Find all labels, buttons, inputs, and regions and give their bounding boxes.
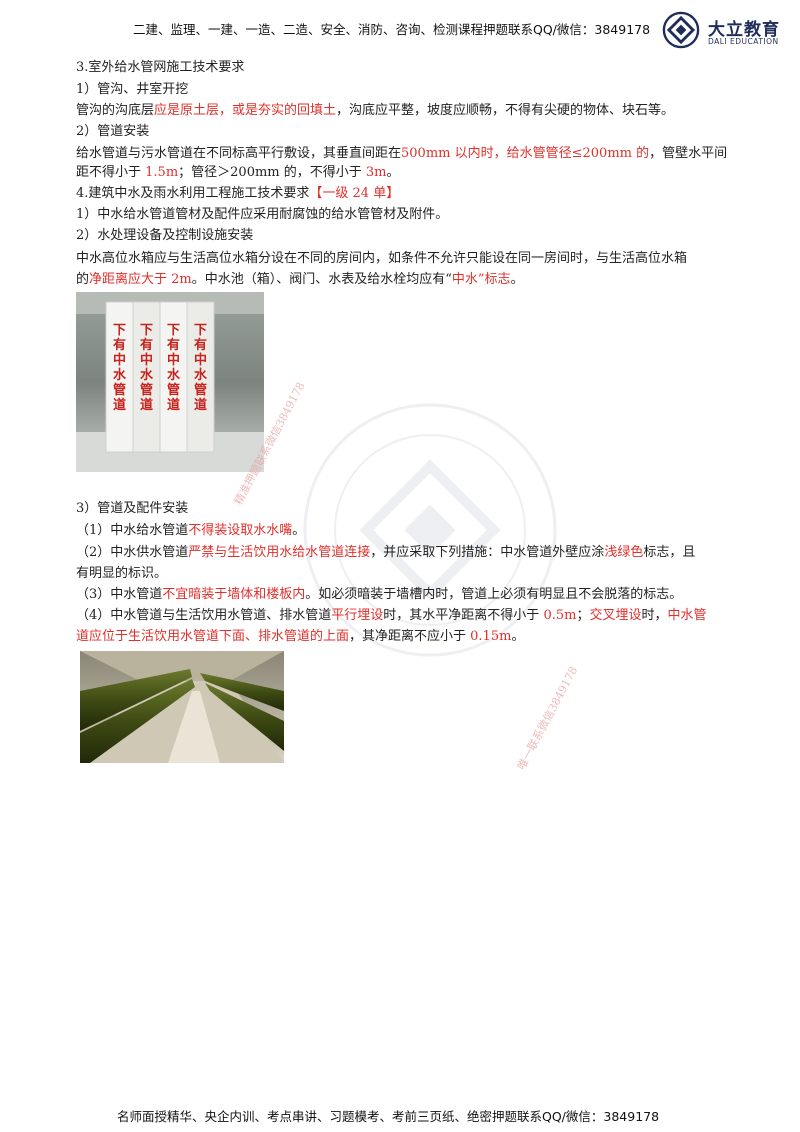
item-1: （1）中水给水管道不得装设取水水嘴。 <box>76 521 305 541</box>
marker-post-1-char: 中 <box>113 352 126 368</box>
highlight-span: 中水管 <box>667 608 707 623</box>
item-4-line-2: 道应位于生活饮用水管道下面、排水管道的上面，其净距离不应小于 0.15m。 <box>76 627 524 647</box>
text-span: ； <box>576 608 590 623</box>
text-span: （2）中水供水管道 <box>76 545 189 560</box>
logo-english-name: DALI EDUCATION <box>708 37 779 46</box>
marker-post-4-char: 管 <box>194 382 207 398</box>
marker-post-2-char: 管 <box>140 382 153 398</box>
marker-post-3-char: 水 <box>167 367 181 383</box>
section-3-2-title: 2）管道安装 <box>76 124 150 139</box>
marker-post-3-char: 道 <box>167 397 180 413</box>
marker-post-2-char: 下 <box>140 323 153 338</box>
highlight-span: 中水”标志 <box>451 272 511 287</box>
text-span: 时，其水平净距离不得小于 <box>383 608 544 623</box>
marker-post-2-char: 有 <box>140 337 153 353</box>
marker-post-4-char: 下 <box>194 323 207 338</box>
section-4-2-line-1: 中水高位水箱应与生活高位水箱分设在不同的房间内，如条件不允许只能设在同一房间时，… <box>76 251 688 266</box>
section-4-2-title: 2）水处理设备及控制设施安装 <box>76 228 254 243</box>
text-span: 距不得小于 <box>76 165 146 180</box>
dali-logo-icon <box>662 11 700 49</box>
text-span: 给水管道与污水管道在不同标高平行敷设，其垂直间距在 <box>76 146 402 161</box>
text-span: 时， <box>641 608 668 623</box>
text-span: 。 <box>510 272 524 287</box>
highlight-span: 浅绿色 <box>604 545 644 560</box>
marker-post-3-char: 管 <box>167 382 180 398</box>
text-span: 4.建筑中水及雨水利用工程施工技术要求 <box>76 186 310 201</box>
section-4-3-title: 3）管道及配件安装 <box>76 501 189 516</box>
text-span: ，管壁水平间 <box>649 146 728 161</box>
highlight-span: 严禁与生活饮用水给水管道连接 <box>188 545 371 560</box>
marker-post-1-char: 有 <box>113 337 126 353</box>
page-footer: 名师面授精华、央企内训、考点串讲、习题模考、考前三页纸、绝密押题联系QQ/微信：… <box>117 1109 660 1124</box>
item-2-line-2: 有明显的标识。 <box>76 566 168 581</box>
marker-post-3-char: 下 <box>167 323 180 338</box>
marker-post-4-char: 有 <box>194 337 207 353</box>
section-3-1-paragraph: 管沟的沟底层应是原土层，或是夯实的回填土，沟底应平整，坡度应顺畅，不得有尖硬的物… <box>76 101 674 121</box>
highlight-span: 平行埋设 <box>331 608 384 623</box>
highlight-span: 不得装设取水水嘴 <box>188 523 293 538</box>
item-2-line-1: （2）中水供水管道严禁与生活饮用水给水管道连接，并应采取下列措施：中水管道外壁应… <box>76 543 695 563</box>
marker-post-1-char: 下 <box>113 323 126 338</box>
highlight-span: 1.5m <box>145 165 179 180</box>
text-span: 。 <box>386 165 400 180</box>
section-4-title: 4.建筑中水及雨水利用工程施工技术要求【一级 24 单】 <box>76 184 399 204</box>
text-span: ，沟底应平整，坡度应顺畅，不得有尖硬的物体、块石等。 <box>336 103 675 118</box>
marker-post-1-char: 道 <box>113 397 126 413</box>
marker-post-1-char: 水 <box>113 367 127 383</box>
highlight-span: 交叉埋设 <box>589 608 642 623</box>
highlight-span: 500mm 以内时，给水管管径≤200mm 的 <box>401 146 650 161</box>
highlight-span: 应是原土层，或是夯实的回填土 <box>154 103 337 118</box>
pipe-corridor-photo <box>80 651 284 763</box>
text-span: ；管径＞200mm 的，不得小于 <box>178 165 366 180</box>
highlight-span: 道应位于生活饮用水管道下面、排水管道的上面 <box>76 629 350 644</box>
text-span: ，并应采取下列措施：中水管道外壁应涂 <box>370 545 605 560</box>
section-3-2-line-1: 给水管道与污水管道在不同标高平行敷设，其垂直间距在500mm 以内时，给水管管径… <box>76 144 727 164</box>
item-4-line-1: （4）中水管道与生活饮用水管道、排水管道平行埋设时，其水平净距离不得小于 0.5… <box>76 606 707 626</box>
section-3-2-line-2: 距不得小于 1.5m；管径＞200mm 的，不得小于 3m。 <box>76 163 400 183</box>
highlight-span: 0.15m <box>470 629 512 644</box>
text-span: 的 <box>76 272 90 287</box>
header-promo-text: 二建、监理、一建、一造、二造、安全、消防、咨询、检测课程押题联系QQ/微信：38… <box>133 22 651 37</box>
marker-post-2-char: 中 <box>140 352 153 368</box>
marker-post-4-char: 道 <box>194 397 207 413</box>
watermark-text-2: 唯一联系微信3849178 <box>514 664 581 773</box>
marker-post-3-char: 有 <box>167 337 180 353</box>
marker-post-1-char: 管 <box>113 382 126 398</box>
marker-post-2-char: 道 <box>140 397 153 413</box>
highlight-span: 3m <box>365 165 387 180</box>
highlight-span: 【一级 24 单】 <box>309 186 400 201</box>
highlight-span: 不宜暗装于墙体和楼板内 <box>162 587 306 602</box>
text-span: ，其净距离不应小于 <box>349 629 471 644</box>
marker-post-3-char: 中 <box>167 352 180 368</box>
marker-post-2-char: 水 <box>140 367 154 383</box>
logo-chinese-name: 大立教育 <box>708 20 780 40</box>
text-span: 。 <box>292 523 306 538</box>
section-4-1: 1）中水给水管道管材及配件应采用耐腐蚀的给水管管材及附件。 <box>76 207 449 222</box>
text-span: （1）中水给水管道 <box>76 523 189 538</box>
item-3: （3）中水管道不宜暗装于墙体和楼板内。如必须暗装于墙槽内时，管道上必须有明显且不… <box>76 585 682 605</box>
marker-post-4-char: 水 <box>194 367 208 383</box>
highlight-span: 净距离应大于 2m <box>89 272 192 287</box>
text-span: （3）中水管道 <box>76 587 163 602</box>
marker-posts <box>105 301 215 453</box>
section-3-1-title: 1）管沟、井室开挖 <box>76 82 189 97</box>
text-span: 。 <box>511 629 525 644</box>
section-3-title: 3.室外给水管网施工技术要求 <box>76 60 245 75</box>
marker-post-4-char: 中 <box>194 352 207 368</box>
text-span: 。中水池（箱）、阀门、水表及给水栓均应有“ <box>191 272 452 287</box>
section-4-2-line-2: 的净距离应大于 2m。中水池（箱）、阀门、水表及给水栓均应有“中水”标志。 <box>76 270 524 290</box>
text-span: 管沟的沟底层 <box>76 103 155 118</box>
highlight-span: 0.5m <box>543 608 577 623</box>
background-watermark-seal <box>303 403 557 657</box>
text-span: 标志，且 <box>643 545 696 560</box>
page-header: 二建、监理、一建、一造、二造、安全、消防、咨询、检测课程押题联系QQ/微信：38… <box>0 0 800 56</box>
text-span: 。如必须暗装于墙槽内时，管道上必须有明显且不会脱落的标志。 <box>305 587 683 602</box>
text-span: （4）中水管道与生活饮用水管道、排水管道 <box>76 608 332 623</box>
dali-logo: 大立教育 DALI EDUCATION <box>662 11 792 51</box>
